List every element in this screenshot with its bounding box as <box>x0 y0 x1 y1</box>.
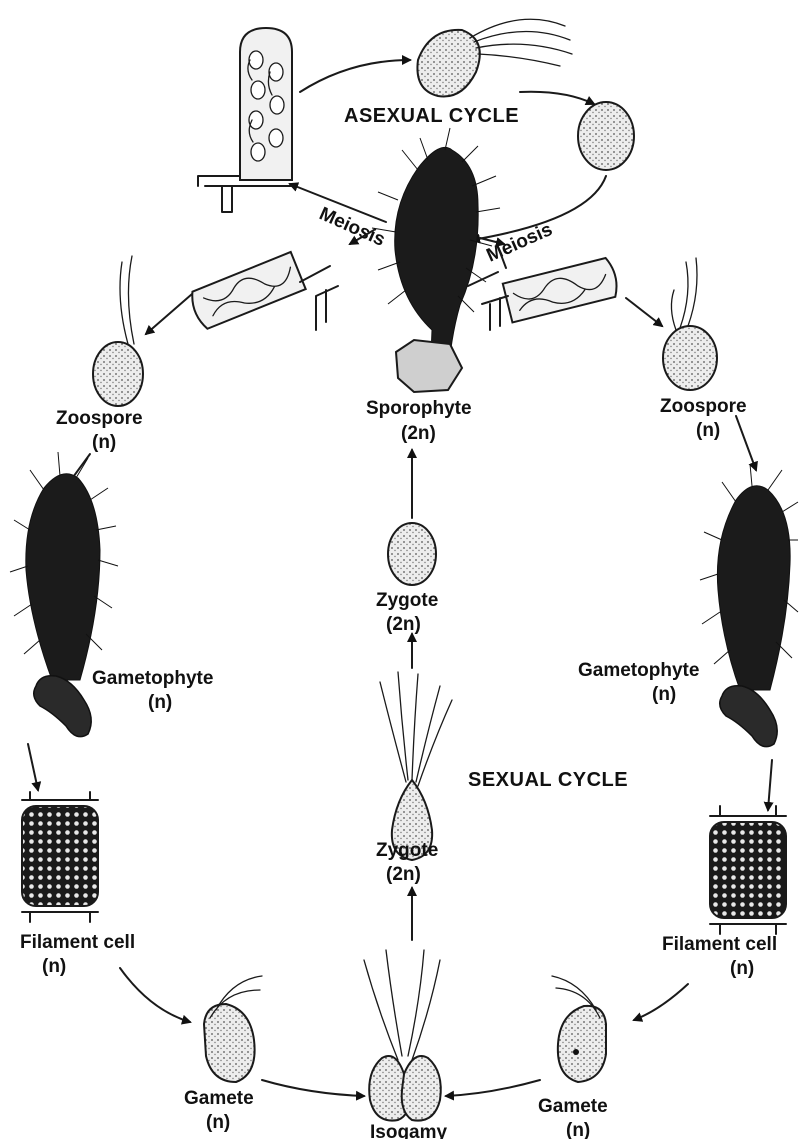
gamete-right-label: Gamete <box>538 1096 608 1117</box>
filament-left-label: Filament cell <box>20 932 135 953</box>
filament-right-label: Filament cell <box>662 934 777 955</box>
gametophyte-right-ploidy: (n) <box>652 684 676 705</box>
filament-left-ploidy: (n) <box>42 956 66 977</box>
zoospore-left <box>93 256 143 406</box>
spore-asexual <box>578 102 634 170</box>
sporophyte-ploidy: (2n) <box>401 423 436 444</box>
zygote-lower-label: Zygote <box>376 840 438 861</box>
zoospore-asexual-flagellate <box>417 19 572 96</box>
meiosis-right-label: Meiosis <box>483 219 555 267</box>
isogamy-fusing-gametes <box>364 950 441 1121</box>
gamete-left-ploidy: (n) <box>206 1112 230 1133</box>
filament-right-ploidy: (n) <box>730 958 754 979</box>
zygote-round <box>388 523 436 585</box>
zoospore-left-label: Zoospore <box>56 408 143 429</box>
zoospore-right-ploidy: (n) <box>696 420 720 441</box>
sporophyte-thallus <box>372 128 500 392</box>
gametophyte-left-label: Gametophyte <box>92 668 213 689</box>
gamete-right-ploidy: (n) <box>566 1120 590 1139</box>
gamete-left-label: Gamete <box>184 1088 254 1109</box>
gametophyte-left-ploidy: (n) <box>148 692 172 713</box>
zoospore-left-ploidy: (n) <box>92 432 116 453</box>
zygote-upper-ploidy: (2n) <box>386 614 421 635</box>
isogamy-label: Isogamy <box>370 1122 448 1139</box>
zygote-flagellate <box>380 672 452 860</box>
zygote-lower-ploidy: (2n) <box>386 864 421 885</box>
gametophyte-left-thallus <box>10 452 118 737</box>
zygote-upper-label: Zygote <box>376 590 438 611</box>
gamete-right <box>552 976 606 1082</box>
sporangium-tall <box>198 28 292 212</box>
gametophyte-right-label: Gametophyte <box>578 660 699 681</box>
filament-cell-left <box>22 792 98 922</box>
sporangium-left <box>188 252 338 331</box>
asexual-cycle-label: ASEXUAL CYCLE <box>344 105 519 127</box>
filament-cell-right <box>710 806 786 934</box>
sexual-cycle-label: SEXUAL CYCLE <box>468 769 628 791</box>
zoospore-right <box>663 258 717 390</box>
sporophyte-label: Sporophyte <box>366 398 472 419</box>
gamete-left <box>204 976 262 1082</box>
gametophyte-right-thallus <box>700 464 798 747</box>
zoospore-right-label: Zoospore <box>660 396 747 417</box>
